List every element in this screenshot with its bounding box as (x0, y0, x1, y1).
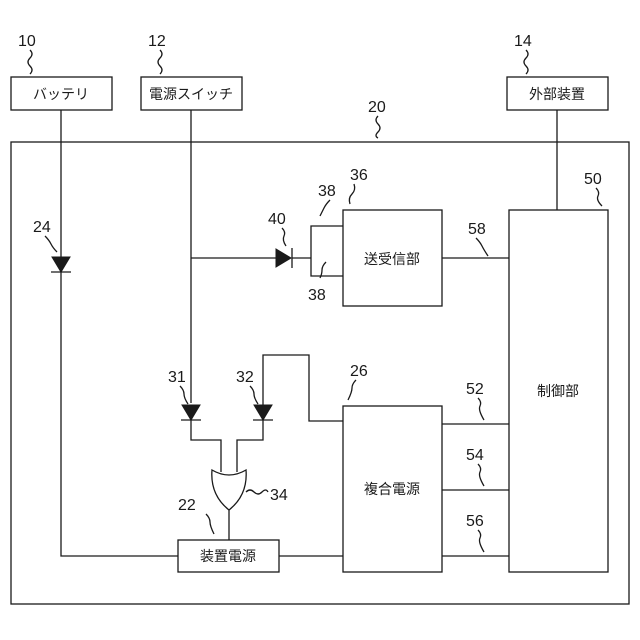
power-switch-label: 電源スイッチ (149, 87, 233, 103)
ref-56: 56 (466, 513, 484, 530)
ref-38-top: 38 (318, 183, 336, 200)
ref-10: 10 (18, 33, 36, 50)
ref-20: 20 (368, 99, 386, 116)
controller-label: 制御部 (537, 384, 579, 400)
ref-26: 26 (350, 363, 368, 380)
ref-36: 36 (350, 167, 368, 184)
transceiver-label: 送受信部 (364, 252, 420, 268)
ref-24: 24 (33, 219, 51, 236)
device-power-label: 装置電源 (200, 549, 256, 565)
ref-38-bottom: 38 (308, 287, 326, 304)
ref-32: 32 (236, 369, 254, 386)
ref-52: 52 (466, 381, 484, 398)
leader-14 (524, 50, 528, 74)
ref-31: 31 (168, 369, 186, 386)
leader-20 (376, 116, 380, 138)
ref-50: 50 (584, 171, 602, 188)
ref-40: 40 (268, 211, 286, 228)
ref-14: 14 (514, 33, 532, 50)
ref-54: 54 (466, 447, 484, 464)
ref-22: 22 (178, 497, 196, 514)
external-device-label: 外部装置 (529, 87, 585, 103)
ref-58: 58 (468, 221, 486, 238)
ref-12: 12 (148, 33, 166, 50)
battery-label: バッテリ (33, 87, 89, 103)
ref-34: 34 (270, 487, 288, 504)
leader-12 (158, 50, 162, 74)
composite-power-label: 複合電源 (364, 481, 420, 498)
leader-10 (28, 50, 32, 74)
